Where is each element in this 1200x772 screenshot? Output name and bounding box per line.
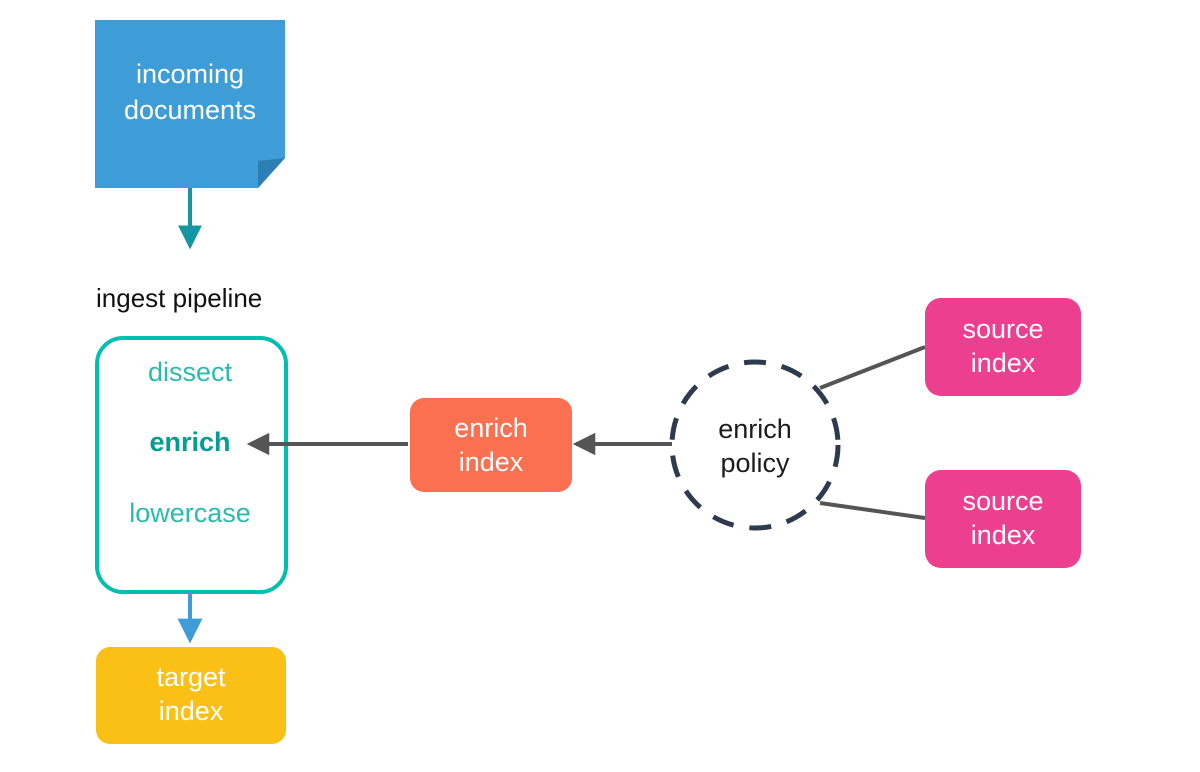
target-index-label-line2: index bbox=[159, 696, 224, 726]
target-index-label-line1: target bbox=[156, 662, 226, 692]
connector-source-index-bottom-to-policy bbox=[819, 501, 926, 520]
pipeline-step-dissect[interactable]: dissect bbox=[148, 357, 233, 387]
ingest-pipeline-caption: ingest pipeline bbox=[96, 283, 262, 313]
enrich-index-label-line2: index bbox=[459, 447, 524, 477]
connector-source-index-top-to-policy bbox=[819, 345, 926, 390]
node-pipeline-box[interactable]: dissect enrich lowercase bbox=[95, 336, 288, 594]
pipeline-step-enrich[interactable]: enrich bbox=[149, 427, 230, 457]
source-index-top-body bbox=[925, 298, 1081, 396]
pipeline-step-lowercase[interactable]: lowercase bbox=[129, 498, 251, 528]
target-index-body bbox=[96, 647, 286, 744]
incoming-documents-label-line1: incoming bbox=[136, 59, 244, 89]
incoming-documents-body bbox=[95, 20, 285, 188]
enrich-policy-dashed-circle bbox=[669, 359, 841, 531]
source-index-top-label-line2: index bbox=[971, 348, 1036, 378]
source-index-bottom-label-line2: index bbox=[971, 520, 1036, 550]
incoming-documents-label-line2: documents bbox=[124, 95, 256, 125]
node-enrich-policy[interactable]: enrich policy bbox=[669, 359, 841, 531]
node-incoming-documents[interactable]: incoming documents bbox=[95, 20, 285, 188]
enrich-index-body bbox=[410, 398, 572, 492]
incoming-documents-fold-icon bbox=[258, 158, 285, 188]
source-index-top-label-line1: source bbox=[962, 314, 1043, 344]
node-source-index-top[interactable]: source index bbox=[925, 298, 1081, 396]
source-index-bottom-label-line1: source bbox=[962, 486, 1043, 516]
node-source-index-bottom[interactable]: source index bbox=[925, 470, 1081, 568]
enrich-index-label-line1: enrich bbox=[454, 413, 528, 443]
node-enrich-index[interactable]: enrich index bbox=[410, 398, 572, 492]
node-target-index[interactable]: target index bbox=[96, 647, 286, 744]
enrich-policy-label-line1: enrich bbox=[718, 414, 792, 444]
enrich-policy-label-line2: policy bbox=[720, 448, 790, 478]
source-index-bottom-body bbox=[925, 470, 1081, 568]
